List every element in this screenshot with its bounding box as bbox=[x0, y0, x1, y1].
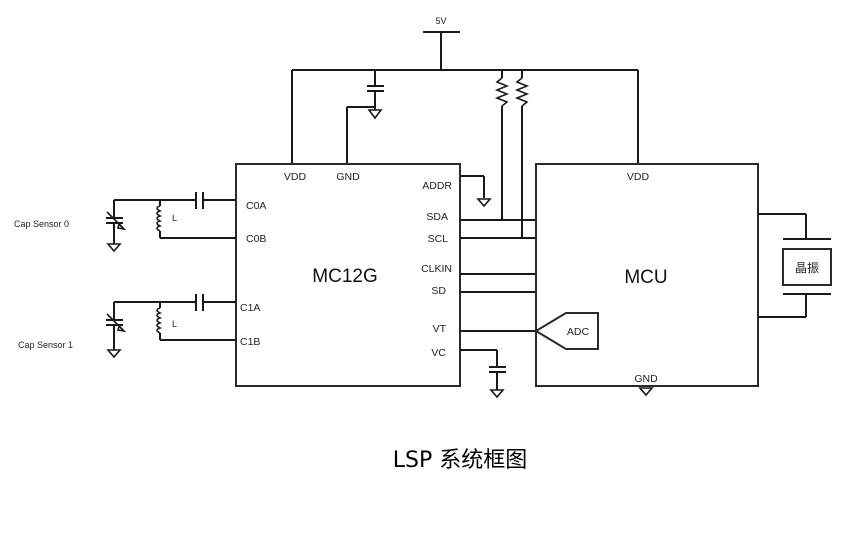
inductor-1-label: L bbox=[172, 319, 177, 329]
sensor-0-circuit: Cap Sensor 0 L bbox=[14, 192, 236, 253]
mc12g-chip: VDD GND C0A C0B C1A C1B ADDR SDA SCL CLK… bbox=[235, 163, 461, 387]
pin-c1a: C1A bbox=[240, 302, 260, 314]
pin-vdd: VDD bbox=[284, 171, 307, 183]
vc-capacitor bbox=[460, 349, 506, 399]
mc12g-label: MC12G bbox=[312, 266, 377, 287]
pin-addr: ADDR bbox=[422, 180, 452, 192]
ground-icon bbox=[106, 243, 122, 253]
crystal-label: 晶振 bbox=[795, 261, 819, 275]
sensor-1-circuit: Cap Sensor 1 L bbox=[18, 294, 236, 359]
pin-scl: SCL bbox=[428, 233, 449, 245]
pullup-resistors bbox=[494, 70, 530, 238]
pin-gnd: GND bbox=[336, 171, 360, 183]
pin-sd: SD bbox=[431, 285, 446, 297]
pin-c1b: C1B bbox=[240, 336, 260, 348]
supply-label: 5V bbox=[435, 16, 446, 26]
pin-sda: SDA bbox=[426, 211, 448, 223]
ground-icon bbox=[638, 387, 654, 397]
ground-icon bbox=[106, 349, 122, 359]
decoupling-capacitor bbox=[346, 70, 384, 164]
figure-caption: LSP 系统框图 bbox=[393, 448, 527, 473]
crystal: 晶振 bbox=[758, 213, 832, 318]
mcu-pin-gnd: GND bbox=[634, 373, 658, 385]
sensor-1-label: Cap Sensor 1 bbox=[18, 340, 73, 350]
mcu-label: MCU bbox=[624, 267, 667, 288]
adc-label: ADC bbox=[567, 326, 590, 338]
vdd-rail bbox=[291, 69, 639, 164]
sensor-0-label: Cap Sensor 0 bbox=[14, 219, 69, 229]
ground-icon bbox=[476, 198, 492, 208]
pin-vt: VT bbox=[433, 323, 447, 335]
pin-c0a: C0A bbox=[246, 200, 266, 212]
pin-clkin: CLKIN bbox=[421, 263, 452, 275]
mcu-chip: VDD GND MCU ADC bbox=[534, 163, 759, 397]
pin-vc: VC bbox=[431, 347, 446, 359]
supply-5v: 5V bbox=[423, 16, 460, 70]
ground-icon bbox=[489, 389, 505, 399]
ground-icon bbox=[367, 109, 383, 120]
adc-block bbox=[534, 312, 599, 350]
inductor-icon bbox=[156, 205, 163, 232]
addr-ground bbox=[460, 175, 492, 208]
pin-c0b: C0B bbox=[246, 233, 266, 245]
inductor-icon bbox=[156, 307, 163, 334]
bus-wires bbox=[460, 219, 536, 332]
mcu-pin-vdd: VDD bbox=[627, 171, 650, 183]
inductor-0-label: L bbox=[172, 213, 177, 223]
